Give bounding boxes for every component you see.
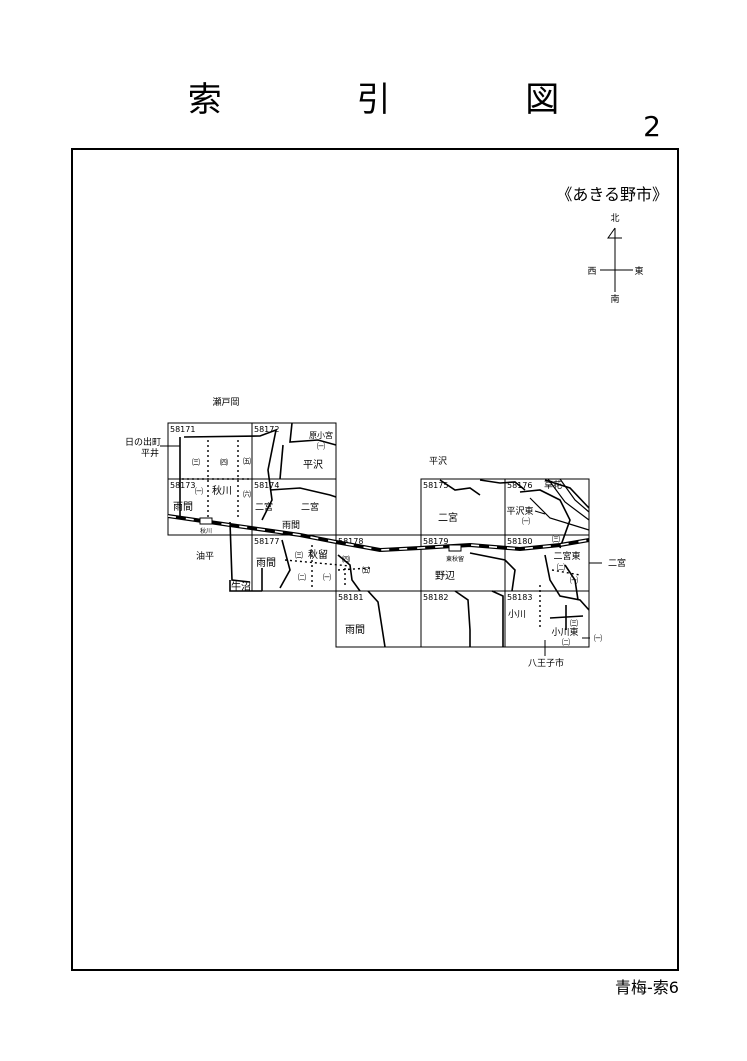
chome-label: ㈥ [243,489,251,499]
chome-label: ㈢ [570,618,578,628]
sheet-label: 58171 [170,425,195,434]
chome-label: ㈡ [562,637,570,647]
chome-label: ㈢ [192,457,200,467]
sheet-58183[interactable] [504,590,590,648]
place-label: 八王子市 [528,657,564,669]
place-label: 平沢東 [506,505,533,517]
railway-line [167,514,590,553]
place-label: 平沢 [429,455,447,467]
compass-south: 南 [610,293,619,305]
place-label: 油平 [196,550,214,562]
district-boundaries [179,422,590,648]
chome-label: ㈢ [295,550,303,560]
sheet-label: 58182 [423,593,448,602]
chome-label: ㈠ [594,633,602,643]
place-label: 雨間 [345,624,365,636]
place-label: 雨間 [282,520,300,531]
place-label: 小川東 [551,626,578,638]
place-label: 草花 [544,479,562,491]
chome-label: ㈡ [298,572,306,582]
place-label: 瀬戸岡 [212,396,239,408]
sheet-label: 58173 [170,481,195,490]
chome-label: ㈡ [557,562,565,572]
station-label: 東秋留 [446,555,464,563]
chome-label: ㈣ [220,458,228,467]
place-label: 秋川 [212,484,232,497]
sheet-label: 58179 [423,537,448,546]
place-label: 二宮東 [553,550,580,562]
sheet-label: 58180 [507,537,532,546]
chome-label: ㈢ [552,534,560,544]
place-label: 雨間 [256,557,276,569]
higashi-akiru-station-marker [448,544,462,552]
station-label: 秋川 [200,527,212,535]
chome-boundaries [182,440,581,630]
sheet-grid [167,422,590,648]
place-label: 原小宮 [309,430,333,440]
place-label: 日の出町 [125,436,161,448]
chome-label: ㈤ [243,456,251,466]
place-label: 小川 [508,609,526,620]
place-label: 二宮 [301,501,319,513]
sheet-label: 58181 [338,593,363,602]
chome-label: ㈤ [362,565,370,575]
leader-lines [160,445,602,656]
place-label: 平井 [141,447,159,459]
sheet-label: 58177 [254,537,279,546]
compass-east: 東 [634,265,643,277]
sheet-label: 58172 [254,425,279,434]
city-label: 《あきる野市》 [556,185,668,204]
place-label: 野辺 [435,570,455,582]
sheet-label: 58174 [254,481,279,490]
place-label: 二宮 [255,501,273,513]
chome-label: ㈠ [323,572,331,582]
sheet-label: 58183 [507,593,532,602]
station-markers [199,517,462,552]
chome-label: ㈠ [317,441,325,451]
place-label: 二宮 [608,557,626,569]
chome-label: ㈠ [195,486,203,496]
chome-label: ㈠ [570,575,578,585]
chome-label: ㈣ [342,555,350,564]
place-label: 二宮 [438,511,458,524]
page-title: 索 引 図 [187,80,622,120]
compass-rose: 北 南 西 東 [587,213,643,305]
sheet-label: 58175 [423,481,448,490]
compass-west: 西 [587,266,596,277]
page-number: 2 [643,110,661,143]
akigawa-station-marker [199,517,213,525]
map-frame [71,148,679,971]
river [529,478,590,531]
compass-north: 北 [610,213,619,224]
place-label: 平沢 [303,458,323,471]
place-label: 牛沼 [231,580,251,593]
place-label: 雨間 [173,501,193,513]
sheet-label: 58178 [338,537,363,546]
page-footer: 青梅-索6 [615,978,679,997]
place-labels: 瀬戸岡 日の出町 平井 原小宮 ㈠ 平沢 平沢 ㈢ ㈣ ㈤ ㈠ 秋川 ㈥ 雨間 … [125,396,626,669]
place-label: 秋留 [308,548,328,561]
chome-label: ㈠ [522,516,530,526]
